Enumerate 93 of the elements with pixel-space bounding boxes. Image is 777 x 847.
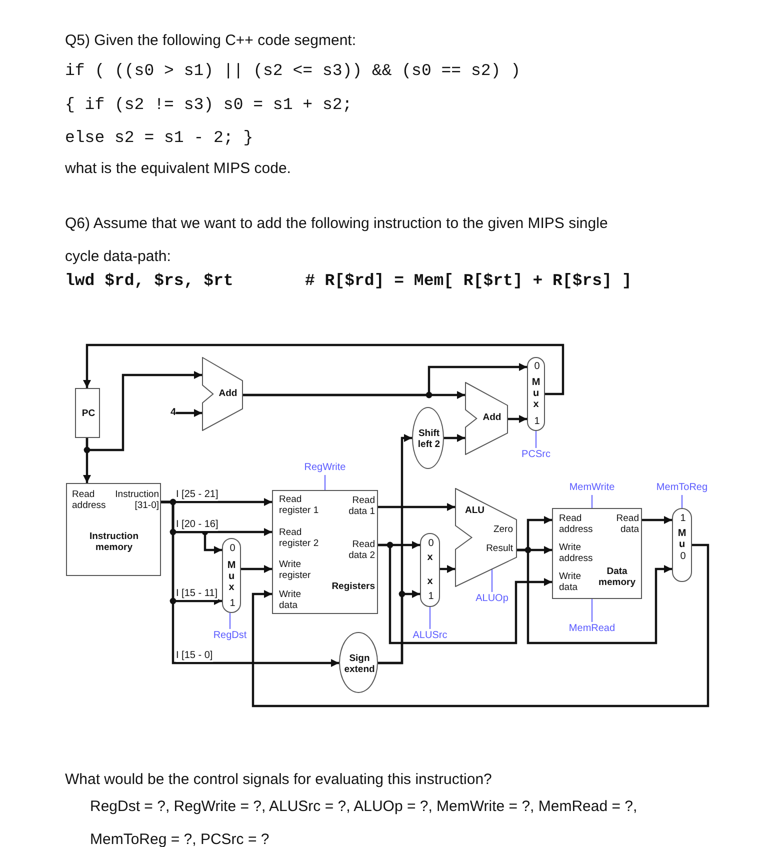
- code-line: if ( ((s0 > s1) || (s2 <= s3)) && (s0 == s2) ): [65, 60, 522, 82]
- block-title: Shift left 2: [416, 428, 442, 450]
- port-label: Write address: [559, 542, 594, 564]
- port-label: Read register 1: [279, 494, 320, 516]
- edge-label: I [20 - 16]: [176, 519, 218, 531]
- leader-line: [591, 599, 593, 622]
- leader-line: [535, 431, 537, 448]
- edge-label: I [25 - 21]: [176, 489, 218, 501]
- port-label: Read data 1: [348, 495, 375, 517]
- multiplexer-block: [222, 538, 241, 613]
- question-text: Q6) Assume that we want to add the following instruction to the given MIPS single cycle data-path:: [65, 214, 609, 267]
- arrow: [252, 544, 710, 708]
- program-counter-box: [75, 388, 100, 438]
- multiplexer-block: [527, 357, 545, 431]
- arrow: [444, 434, 465, 442]
- multiplexer-block: [420, 533, 440, 607]
- port-label: Result: [485, 543, 513, 554]
- mux-input-number: 1: [228, 598, 236, 609]
- leader-line: [324, 475, 326, 490]
- mux-label: M u x: [227, 560, 236, 593]
- block-title: Add: [218, 388, 238, 399]
- mux-input-number: 0: [427, 538, 435, 549]
- control-signal-label: RegDst: [205, 629, 255, 643]
- arrow: [517, 548, 672, 644]
- leader-line: [229, 613, 231, 629]
- control-signal-label: ALUSrc: [405, 629, 455, 643]
- code-line: { if (s2 != s3) s0 = s1 + s2;: [65, 94, 354, 116]
- control-signal-label: RegWrite: [298, 461, 352, 475]
- arrow: [378, 434, 412, 664]
- port-label: Write data: [559, 571, 582, 593]
- mux-input-number: 1: [427, 591, 435, 602]
- mux-input-number: 1: [679, 513, 687, 524]
- mux-input-number: 0: [679, 551, 687, 562]
- port-label: Read address: [559, 513, 594, 535]
- instruction-comment: # R[$rd] = Mem[ R[$rt] + R[$rs] ]: [305, 270, 633, 292]
- port-label: Read address: [72, 489, 107, 511]
- port-label: Instruction [31-0]: [114, 489, 159, 511]
- block-title: Add: [482, 412, 502, 423]
- question-text: Q5) Given the following C++ code segment:: [65, 31, 357, 51]
- leader-line: [591, 495, 593, 508]
- port-label: Zero: [492, 524, 513, 535]
- control-signal-label: MemRead: [564, 622, 620, 636]
- adder-block: [465, 382, 508, 455]
- data-memory-box: [552, 508, 642, 599]
- arrow: [642, 516, 672, 524]
- leader-line: [681, 495, 683, 508]
- control-signal-label: MemToReg: [652, 481, 712, 495]
- constant-label: 4: [160, 406, 176, 420]
- control-signal-label: MemWrite: [564, 481, 620, 495]
- arrow: [378, 503, 455, 511]
- port-label: Write register: [279, 559, 312, 581]
- arrow: [440, 565, 455, 573]
- mux-label: x: [427, 552, 433, 563]
- question-text: RegDst = ?, RegWrite = ?, ALUSrc = ?, ALUOp = ?, MemWrite = ?, MemRead = ?, MemToReg = ?, PCSrc = ?: [90, 797, 638, 847]
- edge-label: I [15 - 11]: [176, 588, 218, 600]
- edge-label: I [15 - 0]: [176, 650, 213, 662]
- arrow: [161, 500, 339, 667]
- arrow: [508, 415, 527, 423]
- mux-input-number: 0: [533, 361, 541, 372]
- mux-input-number: 0: [228, 543, 236, 554]
- block-title: ALU: [465, 505, 486, 516]
- mux-input-number: 1: [533, 416, 541, 427]
- question-text: What would be the control signals for evaluating this instruction?: [65, 770, 493, 790]
- register-file-box: [272, 490, 378, 614]
- leader-line: [491, 569, 493, 592]
- mux-label: M u x: [532, 377, 540, 410]
- arrow: [83, 344, 564, 396]
- port-label: Read register 2: [279, 527, 320, 549]
- mux-label: x: [427, 576, 433, 587]
- alu-block: [455, 488, 517, 587]
- control-signal-label: ALUOp: [469, 592, 515, 606]
- block-title: Sign extend: [343, 653, 376, 675]
- arrow: [378, 544, 552, 644]
- arrow: [86, 371, 202, 452]
- block-title: Data memory: [598, 566, 636, 588]
- arrow: [241, 565, 272, 573]
- block-title: Instruction memory: [88, 531, 140, 553]
- block-title: PC: [80, 408, 96, 419]
- code-line: else s2 = s1 - 2; }: [65, 127, 254, 149]
- port-label: Write data: [279, 589, 302, 611]
- block-title: Registers: [330, 581, 375, 592]
- question-text: what is the equivalent MIPS code.: [65, 159, 292, 179]
- multiplexer-block: [672, 508, 692, 582]
- instruction-memory-box: [66, 483, 161, 576]
- port-label: Read data: [615, 513, 639, 535]
- port-label: Read data 2: [348, 539, 375, 561]
- instruction-code: lwd $rd, $rs, $rt: [65, 270, 234, 292]
- control-signal-label: PCSrc: [511, 448, 561, 462]
- arrow: [176, 409, 202, 417]
- mux-label: M u: [678, 528, 686, 550]
- adder-block: [202, 357, 243, 431]
- arrow: [243, 363, 527, 396]
- leader-line: [429, 607, 431, 629]
